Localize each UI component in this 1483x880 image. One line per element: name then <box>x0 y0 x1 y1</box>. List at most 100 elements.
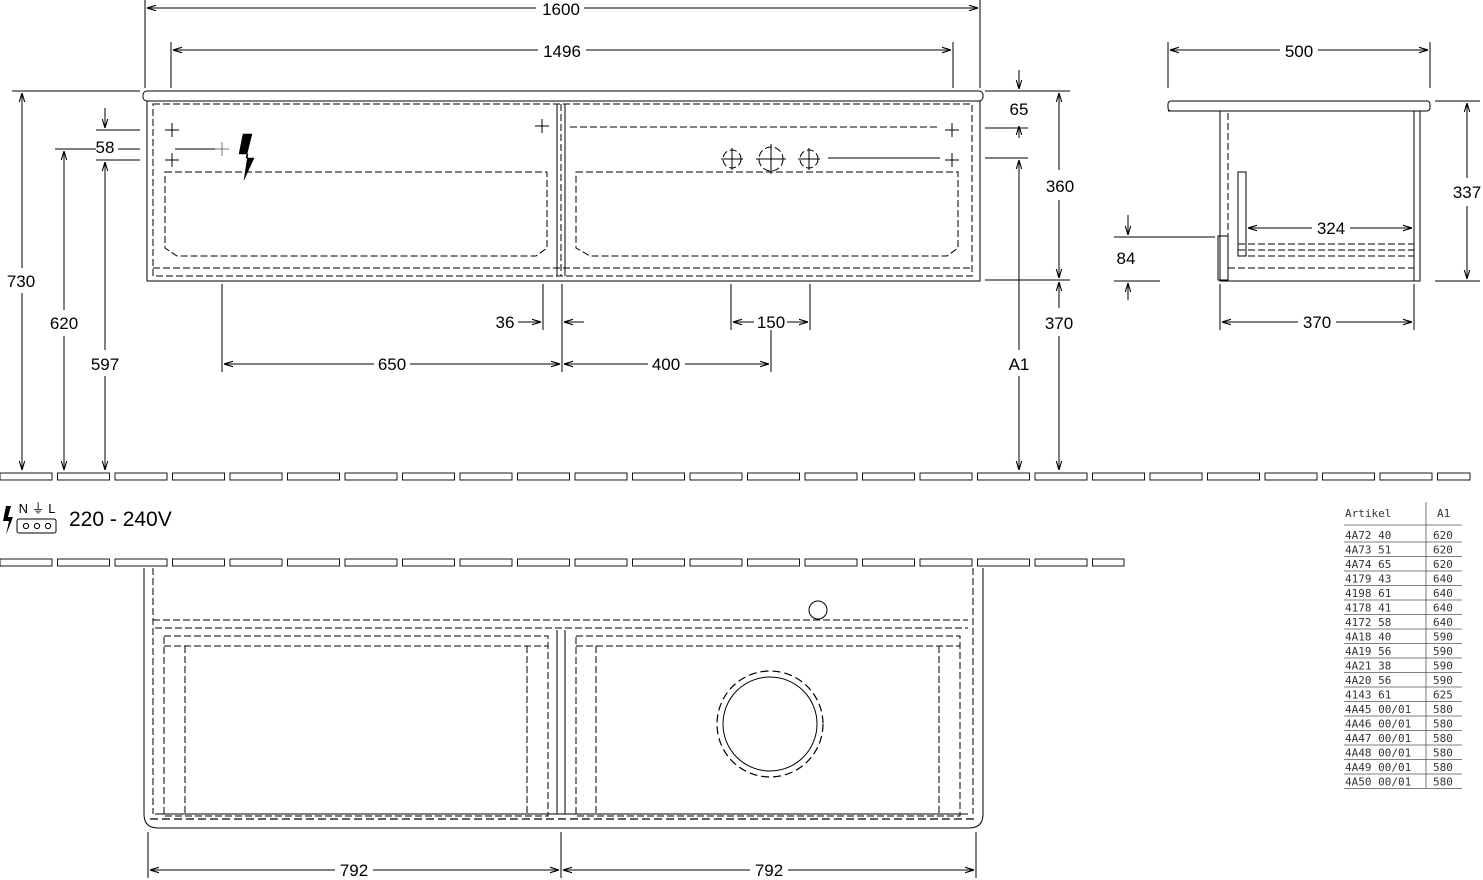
voltage-label: 220 - 240V <box>69 508 172 531</box>
dim-370: 370 <box>1045 314 1073 333</box>
dim-58: 58 <box>96 138 115 157</box>
floor-tile <box>0 472 53 481</box>
floor-tile <box>229 558 283 567</box>
front-elevation <box>142 90 984 282</box>
table-cell-a1: 580 <box>1433 776 1453 789</box>
floor-tile <box>114 472 168 481</box>
dim-1600: 1600 <box>542 0 580 19</box>
table-cell-a1: 580 <box>1433 718 1453 731</box>
table-cell-a1: 580 <box>1433 761 1453 774</box>
table-cell-article: 4A20 56 <box>1345 674 1391 687</box>
table-header-a1: A1 <box>1437 507 1450 520</box>
table-cell-a1: 590 <box>1433 674 1453 687</box>
dim-400: 400 <box>652 355 680 374</box>
dim-1496: 1496 <box>543 42 581 61</box>
floor-line-top <box>0 472 1471 481</box>
table-cell-a1: 640 <box>1433 602 1453 615</box>
table-header-article: Artikel <box>1345 507 1391 520</box>
table-cell-a1: 625 <box>1433 689 1453 702</box>
floor-tile <box>1322 472 1375 481</box>
dim-84: 84 <box>1117 249 1136 268</box>
floor-tile <box>632 472 685 481</box>
dim-150: 150 <box>757 313 785 332</box>
floor-tile <box>114 558 168 567</box>
floor-tile <box>689 558 743 567</box>
socket-icon <box>16 518 57 534</box>
floor-tile <box>862 558 915 567</box>
table-cell-a1: 590 <box>1433 631 1453 644</box>
floor-tile <box>862 472 915 481</box>
floor-tile <box>517 472 570 481</box>
tap-holes <box>721 144 820 174</box>
crosshair-icon <box>165 123 179 137</box>
side-elevation <box>1167 100 1431 282</box>
floor-tile <box>287 472 340 481</box>
table-cell-a1: 620 <box>1433 558 1453 571</box>
dimension-lines-side <box>1114 42 1480 330</box>
floor-tile <box>1264 472 1318 481</box>
dim-36: 36 <box>496 313 515 332</box>
floor-tile <box>57 558 110 567</box>
floor-tile <box>344 472 398 481</box>
floor-line-bottom <box>0 558 1125 567</box>
table-cell-article: 4A50 00/01 <box>1345 776 1411 789</box>
table-cell-article: 4178 41 <box>1345 602 1391 615</box>
crosshair-icon <box>945 123 959 137</box>
floor-tile <box>804 472 858 481</box>
floor-tile <box>459 558 513 567</box>
floor-tile <box>919 558 973 567</box>
floor-tile <box>1092 472 1145 481</box>
table-cell-article: 4A45 00/01 <box>1345 703 1411 716</box>
dim-360: 360 <box>1046 177 1074 196</box>
electrical-symbol: N ⏚ L <box>3 501 57 535</box>
dim-324: 324 <box>1317 219 1345 238</box>
floor-tile <box>344 558 398 567</box>
floor-tile <box>747 472 800 481</box>
table-cell-article: 4A19 56 <box>1345 645 1391 658</box>
dim-650: 650 <box>378 355 406 374</box>
table-cell-a1: 620 <box>1433 529 1453 542</box>
table-cell-a1: 640 <box>1433 573 1453 586</box>
floor-tile <box>57 472 110 481</box>
dim-65: 65 <box>1010 100 1029 119</box>
dimension-lines-left <box>12 90 140 470</box>
floor-tile <box>574 558 628 567</box>
table-cell-article: 4172 58 <box>1345 616 1391 629</box>
floor-tile <box>517 558 570 567</box>
table-cell-article: 4A72 40 <box>1345 529 1391 542</box>
lightning-icon <box>238 133 255 181</box>
floor-tile <box>1379 472 1433 481</box>
table-cell-article: 4A48 00/01 <box>1345 747 1411 760</box>
floor-tile <box>1034 558 1088 567</box>
dim-792-right: 792 <box>755 861 783 880</box>
floor-tile <box>172 558 225 567</box>
plan-view <box>143 568 984 829</box>
table-cell-a1: 590 <box>1433 660 1453 673</box>
floor-tile <box>0 558 53 567</box>
table-cell-article: 4198 61 <box>1345 587 1391 600</box>
dim-500: 500 <box>1285 42 1313 61</box>
floor-tile <box>689 472 743 481</box>
table-cell-a1: 640 <box>1433 616 1453 629</box>
dim-792-left: 792 <box>340 861 368 880</box>
floor-tile <box>1034 472 1088 481</box>
floor-tile <box>919 472 973 481</box>
plug-labels: N ⏚ L <box>19 501 56 516</box>
floor-tile <box>402 558 455 567</box>
floor-tile <box>459 472 513 481</box>
table-cell-a1: 640 <box>1433 587 1453 600</box>
table-cell-a1: 580 <box>1433 732 1453 745</box>
table-cell-article: 4143 61 <box>1345 689 1391 702</box>
table-cell-a1: 620 <box>1433 544 1453 557</box>
crosshair-icon <box>945 153 959 167</box>
table-cell-article: 4A21 38 <box>1345 660 1391 673</box>
floor-tile <box>632 558 685 567</box>
table-cell-a1: 580 <box>1433 703 1453 716</box>
dim-620: 620 <box>50 314 78 333</box>
floor-tile <box>287 558 340 567</box>
dimension-lines-top <box>144 0 981 88</box>
table-cell-article: 4A47 00/01 <box>1345 732 1411 745</box>
